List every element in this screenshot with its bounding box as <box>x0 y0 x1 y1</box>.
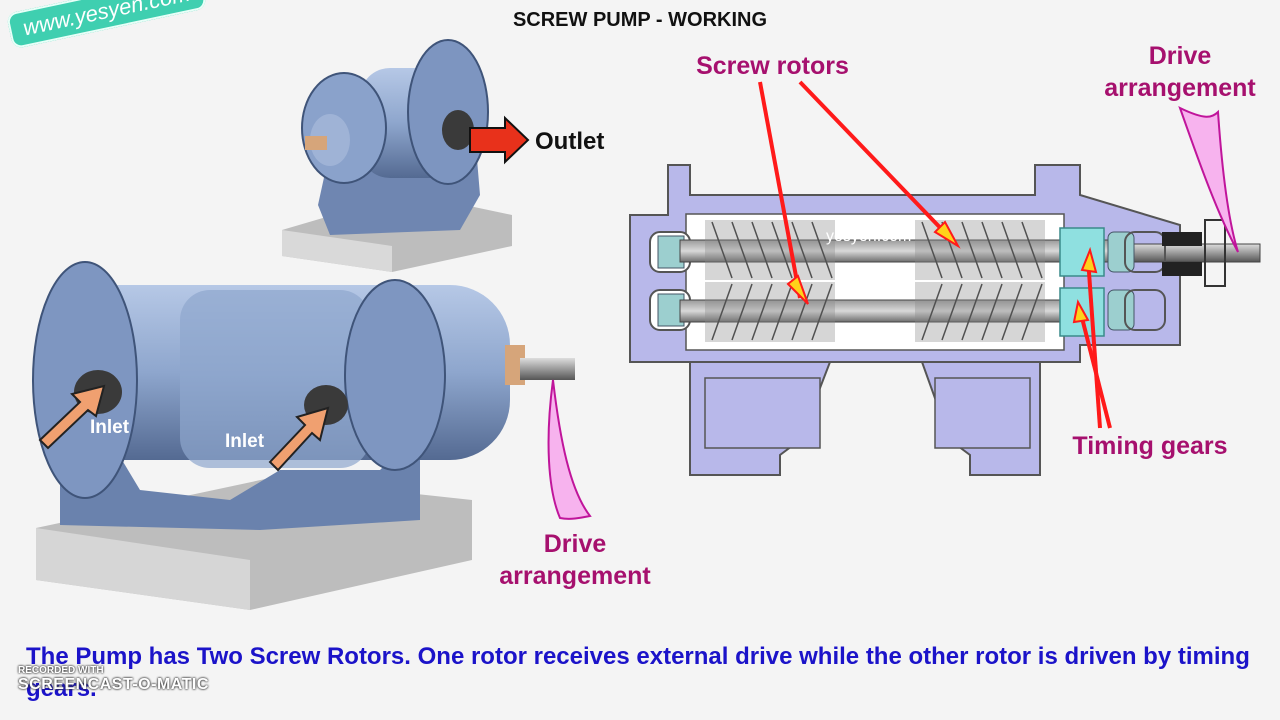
timing-gears-label: Timing gears <box>1072 432 1228 460</box>
drive-callout-bottom <box>547 379 592 520</box>
page-title: SCREW PUMP - WORKING <box>512 9 768 31</box>
drive-arrangement-top-label: Drive arrangement <box>1090 40 1270 104</box>
screw-rotors-label: Screw rotors <box>696 52 849 80</box>
drive-arrangement-bottom-line2: arrangement <box>499 562 651 590</box>
inlet-left-arrow <box>38 384 106 450</box>
drive-arrangement-bottom-label: Drive arrangement <box>485 528 665 592</box>
recorder-line1: RECORDED WITH <box>18 665 104 676</box>
recorder-line2: SCREENCAST-O-MATIC <box>18 676 209 693</box>
small-pump-illustration <box>282 39 512 272</box>
drive-arrangement-top-line2: arrangement <box>1104 74 1256 102</box>
drive-arrangement-bottom-line1: Drive <box>543 530 607 558</box>
drive-arrangement-top-line1: Drive <box>1148 42 1212 70</box>
drive-callout-top <box>1178 106 1239 253</box>
inlet-left-label: Inlet <box>90 417 130 438</box>
screw-rotors-pointers <box>758 80 961 305</box>
inlet-right-arrow <box>268 406 330 472</box>
timing-gears-pointers <box>1072 246 1112 429</box>
inlet-right-label: Inlet <box>225 431 265 452</box>
cutaway-watermark: yesyen.com <box>826 228 912 245</box>
recorder-watermark: RECORDED WITH SCREENCAST-O-MATIC <box>18 665 209 694</box>
outlet-label: Outlet <box>535 128 605 155</box>
caption-text: The Pump has Two Screw Rotors. One rotor… <box>26 643 1250 702</box>
cutaway-section <box>629 164 1261 476</box>
outlet-arrow <box>469 115 530 165</box>
